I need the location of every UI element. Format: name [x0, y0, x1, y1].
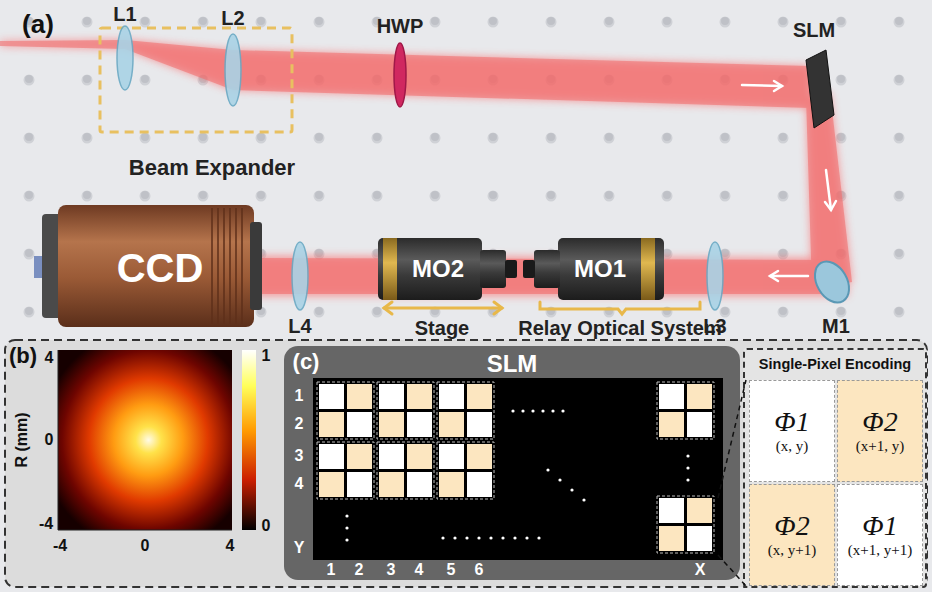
node-title: SLM	[487, 350, 538, 378]
pixel-cell	[347, 444, 372, 469]
panel-label: (b)	[9, 344, 37, 368]
pixel-block-outline	[377, 442, 434, 499]
part-label: 4	[415, 561, 424, 579]
pixel-cell	[687, 498, 712, 523]
panel-label: (a)	[22, 10, 54, 39]
part-label: 0	[45, 431, 54, 449]
part-label: L1	[113, 3, 136, 25]
pixel-cell	[379, 444, 404, 469]
node-title: Φ2	[774, 510, 809, 542]
part-label: M1	[822, 315, 850, 337]
pixel-cell	[467, 444, 492, 469]
part-label: 2	[355, 561, 364, 579]
part-label: 4	[226, 537, 235, 555]
pixel-block-outline	[437, 442, 494, 499]
part-label: 3	[295, 447, 304, 465]
objective-lens: MO2	[398, 252, 478, 286]
pixel-cell	[467, 384, 492, 409]
part-label: HWP	[377, 15, 424, 37]
node-title: Φ2	[862, 406, 897, 438]
pixel-block-outline	[317, 382, 374, 439]
part-label: Y	[294, 539, 305, 557]
pixel-block-outline	[437, 382, 494, 439]
part-label: 1	[327, 561, 336, 579]
zoom-lines	[712, 372, 752, 592]
node-title: Φ1	[774, 406, 809, 438]
encoding-cell: Φ2(x, y+1)	[749, 484, 835, 586]
part-label: SLM	[793, 19, 835, 41]
encoding-panel: Single-Pixel EncodingΦ1(x, y)Φ2(x+1, y)Φ…	[743, 348, 927, 588]
part-label: -4	[53, 537, 67, 555]
part-label: L2	[221, 7, 244, 29]
pixel-block-outline	[377, 382, 434, 439]
pixel-cell	[407, 384, 432, 409]
pixel-cell	[407, 412, 432, 437]
encoding-cell: Φ1(x+1, y+1)	[837, 484, 923, 586]
pixel-cell	[347, 472, 372, 497]
part-label: 3	[387, 561, 396, 579]
pixel-cell	[687, 526, 712, 551]
pixel-cell	[319, 412, 344, 437]
part-label: 5	[447, 561, 456, 579]
part-label: Stage	[415, 317, 469, 339]
pixel-cell	[659, 526, 684, 551]
pixel-cell	[659, 498, 684, 523]
node-title: Single-Pixel Encoding	[759, 356, 911, 373]
part-label: 1	[262, 347, 271, 365]
pixel-cell	[379, 412, 404, 437]
part-label: X	[695, 561, 706, 579]
pixel-block-outline	[657, 496, 714, 553]
pixel-cell	[379, 472, 404, 497]
node-title: MO2	[412, 255, 464, 283]
pixel-cell	[379, 384, 404, 409]
objective-lens: MO1	[560, 252, 640, 286]
pixel-cell	[659, 412, 684, 437]
part-label: 0	[262, 517, 271, 535]
part-label: 1	[295, 387, 304, 405]
pixel-cell	[687, 384, 712, 409]
node-subtext: (x, y)	[776, 438, 809, 455]
node-title: MO1	[574, 255, 626, 283]
pixel-block-outline	[657, 382, 714, 439]
slm-pixel-grid	[313, 378, 723, 560]
pixel-cell	[319, 444, 344, 469]
part-label: Relay Optical System	[518, 317, 721, 339]
part-label: 4	[295, 475, 304, 493]
pixel-cell	[687, 412, 712, 437]
pixel-cell	[439, 384, 464, 409]
node-title: Φ1	[862, 510, 897, 542]
pixel-cell	[407, 444, 432, 469]
pixel-cell	[439, 472, 464, 497]
pixel-cell	[407, 472, 432, 497]
part-label: Beam Expander	[129, 156, 295, 180]
node-subtext: (x, y+1)	[768, 542, 816, 559]
node-subtext: (x+1, y)	[856, 438, 904, 455]
part-label: 4	[45, 349, 54, 367]
part-label: 2	[295, 415, 304, 433]
pixel-cell	[319, 472, 344, 497]
node-title: CCD	[117, 245, 204, 291]
encoding-cell: Φ2(x+1, y)	[837, 380, 923, 482]
pixel-cell	[659, 384, 684, 409]
encoding-cell: Φ1(x, y)	[749, 380, 835, 482]
pixel-cell	[467, 412, 492, 437]
part-label: 0	[141, 537, 150, 555]
part-label: R (mm)	[13, 412, 31, 467]
pixel-cell	[319, 384, 344, 409]
pixel-cell	[439, 412, 464, 437]
panel-label: (c)	[293, 350, 320, 374]
node-subtext: (x+1, y+1)	[848, 542, 912, 559]
pixel-cell	[439, 444, 464, 469]
camera-body: CCD	[90, 240, 230, 296]
pixel-cell	[347, 384, 372, 409]
pixel-cell	[347, 412, 372, 437]
pixel-cell	[467, 472, 492, 497]
pixel-block-outline	[317, 442, 374, 499]
part-label: 6	[475, 561, 484, 579]
part-label: L4	[288, 315, 311, 337]
part-label: -4	[39, 515, 53, 533]
